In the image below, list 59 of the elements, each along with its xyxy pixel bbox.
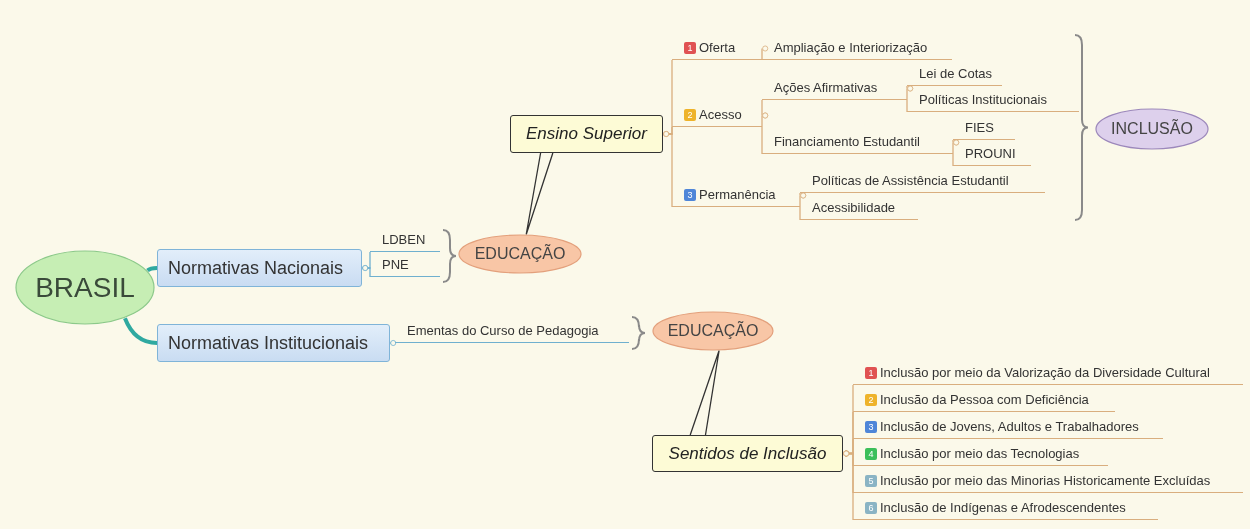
number-badge: 6 [865, 502, 877, 514]
topic-label: FIES [965, 119, 994, 138]
topic-label: INCLUSÃO [1111, 118, 1193, 139]
topic-label: Sentidos de Inclusão [668, 442, 827, 465]
number-badge: 1 [684, 42, 696, 54]
topic-label: PNE [382, 256, 409, 275]
topic-label: Ementas do Curso de Pedagogia [407, 322, 599, 341]
connector-line [906, 85, 914, 113]
topic-label: Inclusão por meio das Minorias Historicamente Excluídas [880, 472, 1211, 491]
callout-pointer [525, 152, 554, 236]
topic-label: EDUCAÇÃO [667, 320, 759, 341]
topic-label: Oferta [699, 39, 736, 58]
topic-label: Inclusão da Pessoa com Deficiência [880, 391, 1089, 410]
number-badge: 3 [865, 421, 877, 433]
topic-label: Financiamento Estudantil [774, 133, 920, 152]
connector-line [361, 265, 371, 278]
topic-label: Políticas Institucionais [919, 91, 1047, 110]
connector-line [842, 450, 854, 521]
topic-label: Normativas Nacionais [168, 256, 344, 280]
topic-label: EDUCAÇÃO [474, 243, 566, 264]
connector-line [799, 192, 807, 221]
topic-label: Lei de Cotas [919, 65, 992, 84]
topic-ellipse [15, 250, 155, 325]
connector-line [123, 317, 158, 345]
topic-label: Ensino Superior [526, 123, 647, 146]
topic-label: Inclusão de Indígenas e Afrodescendentes [880, 499, 1126, 518]
callout-box [510, 115, 663, 153]
topic-label: BRASIL [35, 270, 135, 305]
topic-label: Acesso [699, 106, 742, 125]
connector-line [761, 45, 769, 61]
topic-label: Normativas Institucionais [168, 331, 369, 355]
topic-ellipse [458, 234, 582, 274]
topic-label: Políticas de Assistência Estudantil [812, 172, 1009, 191]
topic-label: Permanência [699, 186, 776, 205]
topic-label: Inclusão por meio das Tecnologias [880, 445, 1080, 464]
callout-box [652, 435, 843, 472]
topic-label: Inclusão de Jovens, Adultos e Trabalhadores [880, 418, 1139, 437]
connector-line [952, 139, 960, 167]
connector-line [662, 131, 673, 208]
number-badge: 4 [865, 448, 877, 460]
topic-label: Acessibilidade [812, 199, 896, 218]
connector-line [761, 112, 769, 155]
topic-label: LDBEN [382, 231, 426, 250]
connector-line [146, 266, 158, 273]
topic-ellipse [1095, 108, 1209, 150]
topic-label: PROUNI [965, 145, 1016, 164]
callout-pointer [689, 349, 720, 436]
number-badge: 3 [684, 189, 696, 201]
topic-box [157, 324, 390, 362]
number-badge: 2 [865, 394, 877, 406]
topic-label: Inclusão por meio da Valorização da Diversidade Cultural [880, 364, 1210, 383]
number-badge: 5 [865, 475, 877, 487]
topic-ellipse [652, 311, 774, 351]
topic-box [157, 249, 362, 287]
topic-label: Ampliação e Interiorização [774, 39, 928, 58]
connector-line [389, 340, 397, 346]
number-badge: 1 [865, 367, 877, 379]
number-badge: 2 [684, 109, 696, 121]
topic-label: Ações Afirmativas [774, 79, 878, 98]
